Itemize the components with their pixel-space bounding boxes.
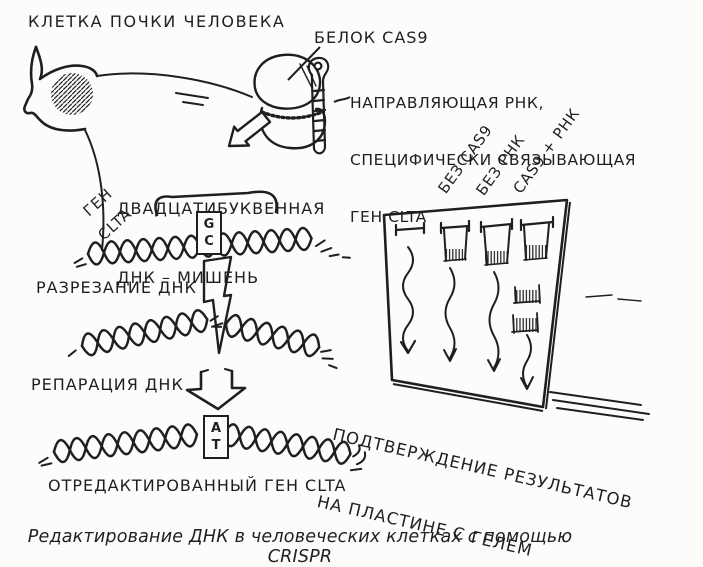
dna-repair-label: РЕПАРАЦИЯ ДНК — [31, 375, 184, 394]
cell-drawing — [23, 45, 99, 132]
cas9-protein-label: БЕЛОК CAS9 — [314, 28, 429, 47]
cas9-callout-line — [287, 46, 321, 81]
cell-nucleus — [51, 73, 93, 115]
base-a: A — [210, 420, 222, 436]
base-c: C — [204, 234, 214, 250]
block-arrow-down-left-icon — [227, 110, 272, 148]
gel-lane-traces — [399, 246, 534, 390]
gel-confirmation-line1: ПОДТВЕРЖДЕНИЕ РЕЗУЛЬТАТОВ — [330, 424, 635, 513]
gel-plate — [382, 198, 650, 421]
gc-base-pair-box: G C — [196, 211, 222, 255]
base-g: G — [203, 216, 215, 232]
dna-helix-edited-left — [38, 423, 199, 467]
cell-label: КЛЕТКА ПОЧКИ ЧЕЛОВЕКА — [28, 12, 286, 31]
dna-helix-cut-left — [67, 309, 224, 357]
zoom-lines — [84, 72, 253, 251]
dna-target-label: ДВАДЦАТИБУКВЕННАЯ ДНК – МИШЕНЬ — [117, 151, 325, 335]
rna-callout-line — [333, 96, 351, 103]
gel-shadow-lines — [549, 391, 650, 421]
gel-bands — [443, 223, 550, 334]
guide-rna-line1: НАПРАВЛЯЮЩАЯ РНК, — [350, 94, 545, 112]
figure-caption: Редактирование ДНК в человеческих клетка… — [27, 527, 573, 567]
dna-helix-cut-right — [210, 314, 338, 370]
dna-target-line2: ДНК – МИШЕНЬ — [117, 268, 260, 287]
guide-rna-line3: ГЕН CLTA — [350, 208, 427, 226]
dna-helix-edited-right — [222, 423, 367, 472]
dna-target-line1: ДВАДЦАТИБУКВЕННАЯ — [117, 199, 326, 218]
guide-rna-drawing — [307, 56, 330, 155]
dna-cutting-label: РАЗРЕЗАНИЕ ДНК — [36, 278, 197, 297]
target-bracket — [154, 190, 278, 217]
base-t: T — [211, 438, 221, 454]
guide-rna-label: НАПРАВЛЯЮЩАЯ РНК, СПЕЦИФИЧЕСКИ СВЯЗЫВАЮЩ… — [350, 56, 636, 265]
at-base-pair-box: A T — [203, 415, 229, 459]
edited-gene-label: ОТРЕДАКТИРОВАННЫЙ ГЕН CLTA — [48, 476, 347, 495]
gel-lane-markers — [394, 215, 555, 237]
guide-rna-line2: СПЕЦИФИЧЕСКИ СВЯЗЫВАЮЩАЯ — [350, 151, 637, 169]
repair-arrow-icon — [185, 368, 247, 411]
